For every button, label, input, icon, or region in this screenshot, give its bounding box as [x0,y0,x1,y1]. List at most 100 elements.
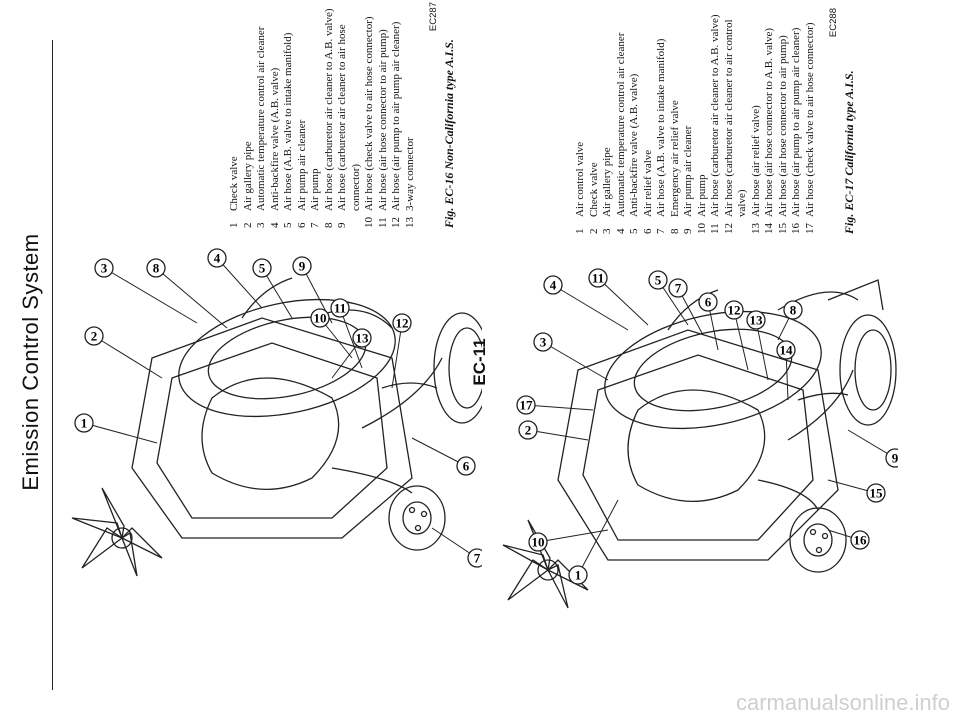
legend-item-number: 16 [790,223,802,234]
legend-item-text: Air relief valve [641,149,654,217]
legend-item: 2 Air gallery pipe [242,2,256,228]
air-cleaner-drawing [178,298,396,418]
callout-circle [310,308,330,328]
callout-circle [885,448,898,468]
legend-item-number: 11 [709,223,721,234]
legend-item-number: 1 [228,222,240,229]
legend-item: 7 Air pump [309,2,323,228]
legend-item-text: Air hose (air hose connector to air pump… [376,29,389,211]
engine-block-drawing [557,329,839,561]
callout-number: 5 [655,273,662,288]
callout-number: 6 [463,459,470,474]
legend-item-number: 11 [376,217,389,228]
legend-item-number: 5 [282,222,294,229]
callout-leader-line [527,429,589,441]
page-title: Emission Control System [18,233,43,491]
air-cleaner-drawing [604,310,822,430]
legend-item-number: 10 [363,217,375,228]
callout-circle [146,258,166,278]
callout-circle [776,340,796,360]
callout-number: 4 [214,251,221,266]
legend-item-text: Air gallery pipe [241,141,254,211]
callout-circle [648,270,668,290]
fan-blades-drawing [502,519,589,609]
legend-item-text: Air gallery pipe [601,147,613,217]
callout-number: 6 [705,295,712,310]
callout-number: 4 [550,278,557,293]
callout-number: 16 [854,533,868,548]
callout-circle [850,530,870,550]
callout-leader-line [577,499,619,576]
legend-item-text: Automatic temperature control air cleane… [614,32,627,217]
callout-circle [543,275,563,295]
legend-item: 6 Air relief valve [642,8,656,234]
callout-leader-line [261,267,293,319]
callout-circle [74,413,94,433]
legend-item-number: 3 [601,228,613,235]
callout-number: 14 [780,343,794,358]
callout-circle [94,258,114,278]
callout-number: 13 [356,331,370,346]
callout-number: 1 [575,568,582,583]
legend-item-text: Check valve [228,156,240,211]
callout-number: 11 [592,271,604,286]
callout-number: 12 [396,316,409,331]
callout-circle [528,532,548,552]
callout-leader-line [552,284,629,331]
callout-leader-line [542,341,609,381]
legend-item-number: 12 [390,217,402,228]
callout-circle [533,332,553,352]
callout-number: 15 [870,486,884,501]
legend-item-number: 2 [241,222,254,229]
callout-number: 2 [525,423,532,438]
legend-item-number: 13 [403,217,416,228]
legend-item-number: 6 [641,228,654,235]
callout-leader-line [537,529,609,543]
callout-circle [516,395,536,415]
engine-block-drawing [131,317,413,539]
legend-item-number: 6 [295,222,308,229]
legend-item-text: Air hose (carburetor air cleaner to air … [722,19,749,217]
legend-item-text: 3-way connector [403,137,416,211]
callout-number: 3 [540,335,547,350]
callout-circle [724,300,744,320]
legend-item-number: 17 [803,223,816,234]
callout-number: 3 [101,261,108,276]
callout-leader-line [733,309,749,371]
legend-item-text: Air pump [309,168,321,211]
legend-item-text: Air control valve [574,141,586,217]
legend-item-text: Air pump air cleaner [295,119,308,211]
figure-code-fig16: EC287 [428,2,439,32]
legend-item-number: 7 [309,222,321,229]
callout-leader-line [339,307,363,369]
callout-circle [330,298,350,318]
callout-circle [668,278,688,298]
callout-number: 9 [892,451,898,466]
callout-circle [518,420,538,440]
legend-item-number: 5 [628,228,640,235]
callout-number: 12 [728,303,741,318]
legend-item: 11 Air hose (air hose connector to air pu… [377,2,391,228]
callout-number: 10 [314,311,327,326]
legend-item-text: Air hose (air hose connector to A.B. val… [763,27,775,217]
callout-number: 2 [91,329,98,344]
legend-item-text: Air pump air cleaner [682,125,694,217]
legend-item-text: Air hose (carburetor air cleaner to A.B.… [322,8,335,212]
